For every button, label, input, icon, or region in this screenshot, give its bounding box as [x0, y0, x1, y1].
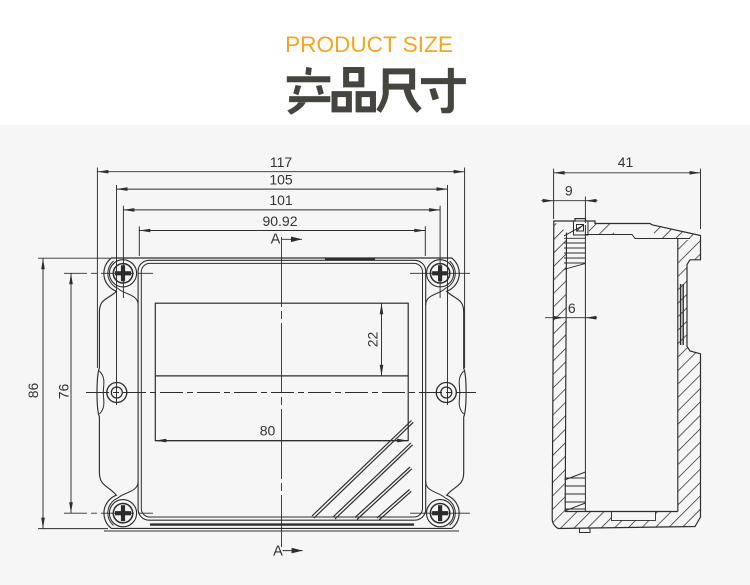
svg-text:76: 76 — [56, 384, 72, 400]
svg-text:117: 117 — [270, 154, 293, 170]
svg-text:41: 41 — [618, 154, 634, 170]
svg-text:A: A — [273, 544, 283, 560]
svg-text:80: 80 — [260, 423, 276, 439]
svg-text:86: 86 — [25, 383, 41, 399]
svg-text:A: A — [271, 231, 281, 247]
svg-text:9: 9 — [565, 183, 573, 199]
svg-text:105: 105 — [269, 171, 293, 187]
svg-text:6: 6 — [568, 300, 576, 316]
svg-text:101: 101 — [269, 192, 293, 208]
svg-text:22: 22 — [364, 332, 380, 348]
svg-text:90.92: 90.92 — [262, 213, 297, 229]
